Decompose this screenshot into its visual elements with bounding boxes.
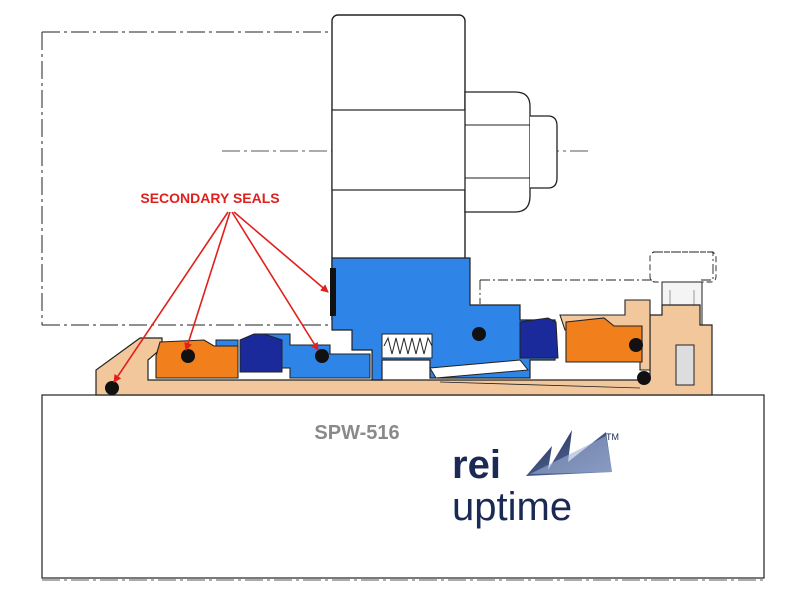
model-label: SPW-516 (314, 422, 399, 444)
seal-face-insert-left (239, 333, 283, 373)
logo-wordmark-uptime: uptime (452, 485, 572, 529)
retaining-wedge (429, 359, 529, 379)
o-ring-1 (105, 381, 119, 395)
o-ring-5 (629, 338, 643, 352)
rei-uptime-logo: rei uptime TM (452, 430, 619, 529)
callout-arrow-3 (231, 211, 319, 351)
gasket-strip (330, 268, 336, 316)
o-ring-2 (181, 349, 195, 363)
logo-sail-highlight (530, 436, 612, 474)
callout-arrow-4 (233, 211, 329, 293)
bolt-shank (331, 109, 468, 191)
o-ring-3 (315, 349, 329, 363)
sleeve-edge-line (439, 381, 641, 389)
callout-label: SECONDARY SEALS (140, 190, 279, 206)
set-screw (675, 344, 695, 386)
callout-arrow-2 (184, 211, 231, 351)
callout-arrow-1 (113, 211, 229, 383)
bolt-nut (464, 91, 531, 213)
shaft (41, 394, 765, 579)
stationary-seat-left (155, 339, 239, 379)
seal-face-insert-right (519, 317, 559, 359)
o-ring-4 (472, 327, 486, 341)
cap-screw-head (649, 251, 717, 283)
cap-screw-phantom (479, 251, 714, 304)
housing-phantom-outline (41, 31, 332, 326)
stationary-seat-right (565, 317, 643, 363)
bolt-end (530, 115, 558, 189)
logo-trademark: TM (606, 432, 619, 442)
o-ring-6 (637, 371, 651, 385)
logo-wordmark-rei: rei (452, 443, 501, 487)
spring (383, 336, 433, 355)
